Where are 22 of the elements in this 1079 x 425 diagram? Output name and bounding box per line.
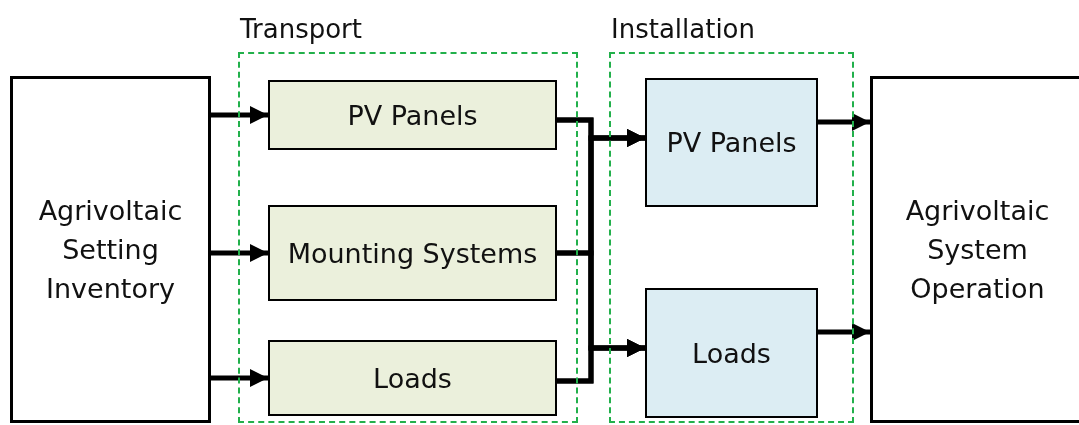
process-box <box>645 288 818 418</box>
process-box <box>268 340 557 416</box>
process-box <box>870 76 1079 423</box>
process-box <box>645 78 818 207</box>
arrow <box>211 106 268 124</box>
arrow <box>818 113 870 131</box>
arrow <box>818 323 870 341</box>
process-box <box>268 205 557 301</box>
arrow <box>557 339 645 384</box>
box-label: Agrivoltaic Setting Inventory <box>37 193 184 307</box>
box-label: Mounting Systems <box>287 237 538 269</box>
arrow <box>211 244 268 262</box>
box-label: Loads <box>692 337 771 369</box>
box-label: Loads <box>373 362 452 394</box>
group-heading: Installation <box>611 14 755 44</box>
group-heading: Transport <box>240 14 362 44</box>
process-box <box>268 80 557 150</box>
box-label: Agrivoltaic System Operation <box>904 193 1051 307</box>
box-label: PV Panels <box>666 127 797 158</box>
arrow <box>211 369 268 387</box>
process-box <box>10 76 211 423</box>
box-label: PV Panels <box>347 99 478 131</box>
